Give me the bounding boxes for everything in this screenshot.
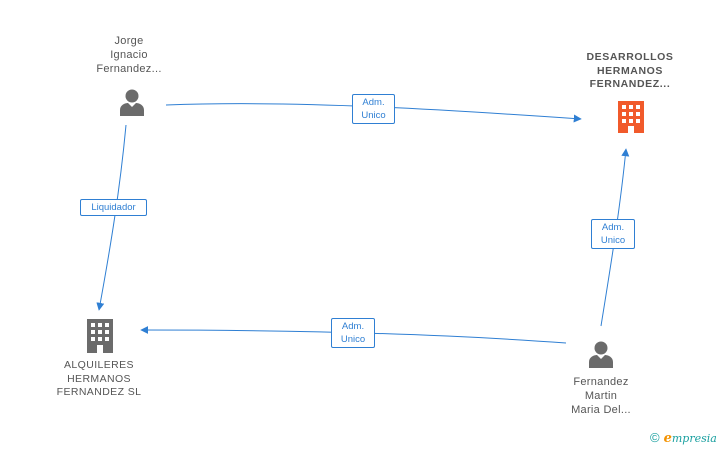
building-icon[interactable]	[615, 100, 647, 134]
edge-label-line-1: Adm.	[601, 222, 625, 233]
node-jorge-label[interactable]: Jorge Ignacio Fernandez...	[81, 34, 177, 76]
node-desarrollos-label[interactable]: DESARROLLOS HERMANOS FERNANDEZ...	[570, 51, 690, 92]
node-fernandez-martin-line-1: Fernandez	[573, 376, 629, 388]
edge-label-line-1: Adm.	[362, 97, 385, 108]
node-alquileres-label[interactable]: ALQUILERES HERMANOS FERNANDEZ SL	[40, 359, 158, 400]
edge-label-jorge-alquileres[interactable]: Liquidador	[80, 199, 147, 216]
edge-jorge-to-alquileres	[96, 124, 127, 311]
edge-label-jorge-desarrollos[interactable]: Adm. Unico	[352, 94, 395, 124]
node-jorge-line-2: Ignacio	[110, 49, 148, 61]
logo-initial: e	[663, 431, 672, 446]
person-icon[interactable]	[586, 340, 616, 370]
edge-label-fernandez-alquileres[interactable]: Adm. Unico	[331, 318, 375, 348]
node-fernandez-martin-line-3: Maria Del...	[571, 404, 631, 416]
node-fernandez-martin-line-2: Martin	[584, 390, 618, 402]
edge-label-line-2: Unico	[340, 334, 366, 345]
edge-label-line-1: Liquidador	[91, 202, 136, 213]
edge-label-line-2: Unico	[361, 110, 386, 121]
building-icon[interactable]	[84, 318, 116, 354]
node-desarrollos-line-3: FERNANDEZ...	[589, 78, 671, 90]
node-jorge-line-3: Fernandez...	[96, 63, 162, 75]
node-desarrollos-line-2: HERMANOS	[596, 64, 664, 77]
node-alquileres-line-1: ALQUILERES	[64, 359, 134, 371]
person-icon[interactable]	[117, 88, 147, 118]
empresia-logo: ©empresia	[650, 430, 717, 446]
edge-label-line-2: Unico	[600, 235, 626, 246]
node-alquileres-line-3: FERNANDEZ SL	[56, 386, 142, 398]
edge-label-line-1: Adm.	[341, 321, 365, 332]
edge-label-fernandez-desarrollos[interactable]: Adm. Unico	[591, 219, 635, 249]
logo-wordmark: mpresia	[671, 432, 717, 445]
node-fernandez-martin-label[interactable]: Fernandez Martin Maria Del...	[553, 375, 649, 417]
node-jorge-line-1: Jorge	[114, 35, 144, 47]
copyright-symbol: ©	[650, 430, 660, 445]
node-alquileres-line-2: HERMANOS	[67, 372, 131, 385]
node-desarrollos-line-1: DESARROLLOS	[586, 51, 674, 63]
